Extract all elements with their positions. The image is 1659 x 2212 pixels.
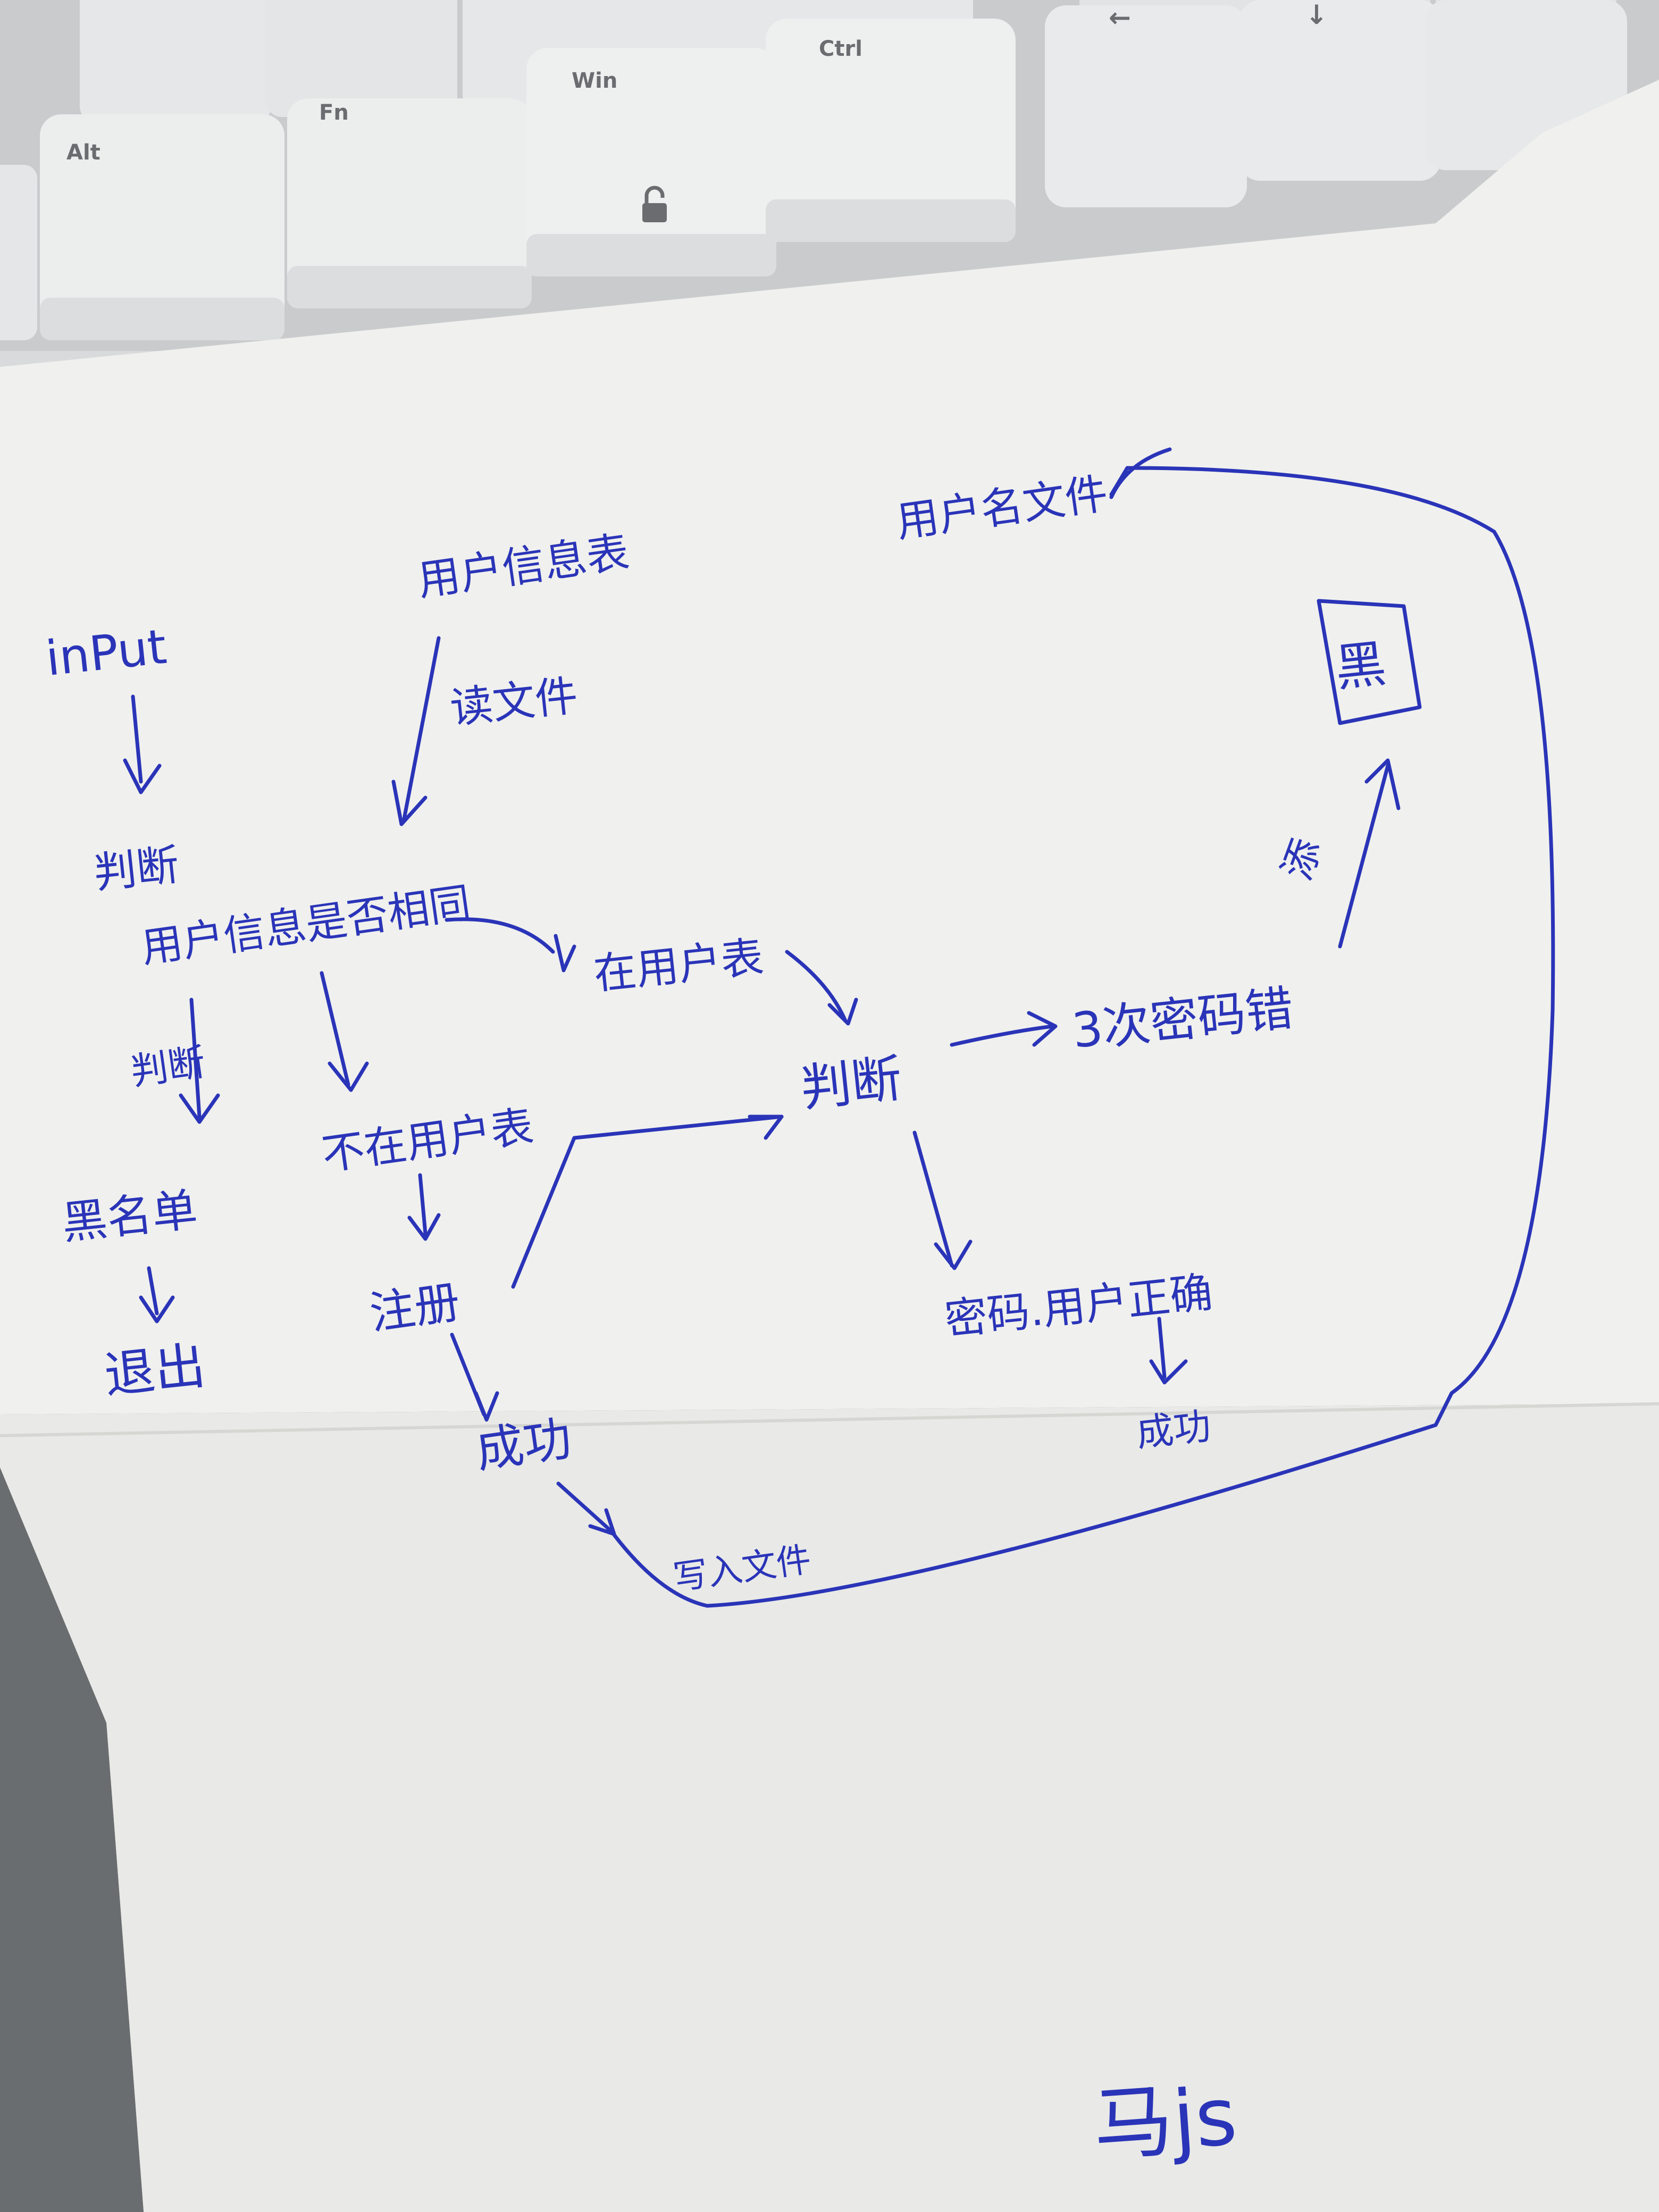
arrow-judge-to-correct (912, 1130, 954, 1268)
arrow-success-to-write (556, 1481, 614, 1534)
signature: 马js (1090, 2071, 1239, 2173)
label-judge-small: 判断 (128, 1040, 208, 1094)
arrow-correct-to-success (1157, 1317, 1167, 1379)
flowchart-arrows (123, 447, 1555, 1608)
label-success-left: 成功 (472, 1411, 575, 1479)
fn-key-label: Fn (319, 100, 349, 125)
label-judge-center: 判断 (798, 1050, 904, 1118)
arrow-input-to-judge (131, 694, 143, 784)
big-loop-to-user-file (609, 466, 1555, 1608)
label-black-box: 黑 (1333, 635, 1389, 698)
arrow-to-blacklist (189, 998, 202, 1119)
arrow-to-register (418, 1173, 428, 1236)
label-exit: 退出 (102, 1337, 208, 1405)
label-input: inPut (43, 619, 169, 687)
win-key-label: Win (572, 69, 617, 93)
down-arrow-key-label: ↓ (1305, 0, 1328, 30)
arrow-blacklist-to-exit (147, 1266, 159, 1316)
down-arrow-key[interactable] (1239, 0, 1441, 181)
paper-sheet (0, 80, 1659, 2212)
black-box-outline (1317, 599, 1422, 725)
arrow-to-in-table (445, 917, 555, 954)
arrow-usertable-to-judge (402, 636, 441, 821)
left-arrow-key[interactable] (1045, 5, 1247, 207)
arrow-judge-to-three-wrong (950, 1024, 1055, 1047)
ctrl-key-label: Ctrl (819, 37, 862, 61)
arrow-register-to-judge (511, 1115, 784, 1289)
alt-key[interactable] (40, 114, 284, 340)
ctrl-key[interactable] (766, 19, 1016, 242)
arrow-to-not-in-table (320, 971, 350, 1087)
arrow-in-table-to-judge (785, 950, 848, 1023)
alt-key-label: Alt (66, 140, 100, 165)
lock-icon (642, 186, 667, 222)
win-key[interactable] (526, 48, 776, 276)
fn-key[interactable] (287, 98, 532, 308)
left-arrow-key-label: ← (1109, 2, 1131, 33)
keyboard: Alt Fn Win Ctrl ← ↓ (0, 0, 1659, 372)
label-success-right: 成功 (1134, 1404, 1213, 1455)
label-judge-left: 判断 (91, 840, 181, 898)
label-register: 注册 (366, 1276, 463, 1340)
arrow-three-wrong-to-add (1338, 764, 1390, 949)
